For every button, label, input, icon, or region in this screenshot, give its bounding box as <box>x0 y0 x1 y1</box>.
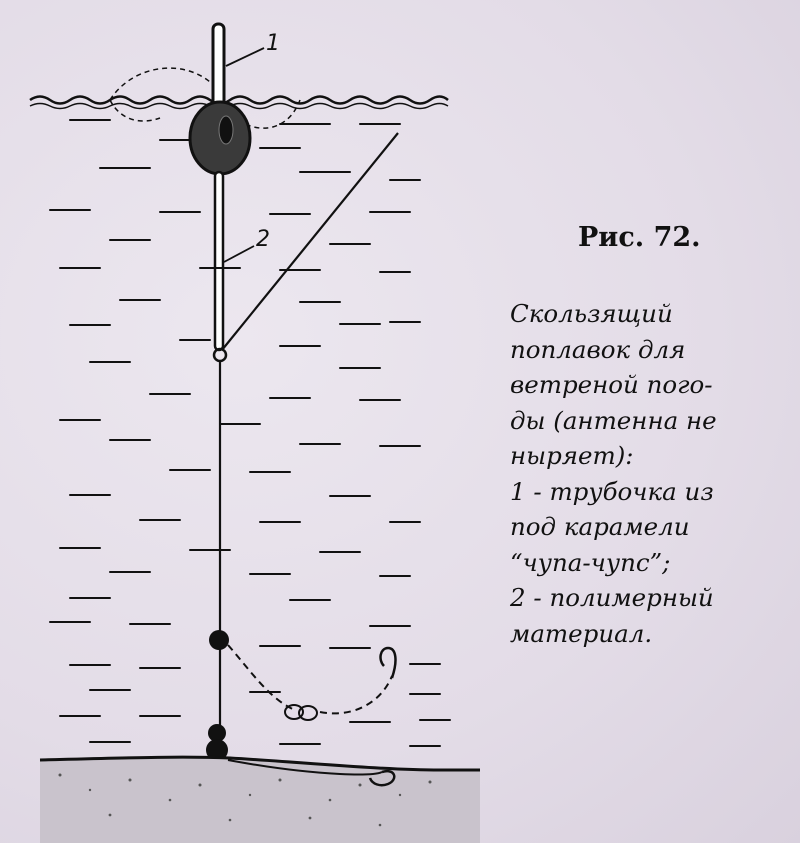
swivel-link-1 <box>284 704 304 720</box>
water-surface-lower <box>29 102 449 110</box>
caption-line: 2 - полимерный <box>510 583 714 612</box>
figure-caption: Скользящий поплавок для ветреной пого- д… <box>510 296 790 651</box>
float-body-highlight <box>218 115 234 145</box>
swivel-link-2 <box>298 705 318 721</box>
hook-bottom <box>368 769 396 787</box>
label-2: 2 <box>256 227 270 252</box>
figure-title: Рис. 72. <box>578 222 701 253</box>
caption-line: поплавок для <box>510 334 686 364</box>
bottom-texture <box>58 773 432 827</box>
bottom-ground-edge <box>39 755 480 772</box>
hook-upper <box>379 646 397 679</box>
float-keel <box>213 170 225 352</box>
caption-line: 1 - трубочка из <box>510 476 714 506</box>
sinker-shot-upper <box>209 630 229 650</box>
caption-line: под карамели <box>510 512 690 541</box>
fishing-line-upper <box>221 132 399 351</box>
water-dashes <box>49 119 451 747</box>
label-1: 1 <box>266 31 280 56</box>
line-on-bottom <box>227 759 383 776</box>
caption-line: ныряет): <box>510 441 634 470</box>
water-surface <box>29 95 449 105</box>
sinker-shot-lower-2 <box>206 739 228 761</box>
caption-line: “чупа-чупс”; <box>510 547 671 577</box>
sinker-shot-lower-1 <box>208 724 226 742</box>
caption-line: ды (антенна не <box>510 405 717 435</box>
label-1-pointer <box>225 47 265 67</box>
label-2-pointer <box>223 245 255 263</box>
antenna-tube <box>211 22 226 114</box>
caption-line: ветреной пого- <box>510 370 713 399</box>
caption-line: материал. <box>510 618 653 648</box>
leader-dashed <box>227 644 393 715</box>
caption-line: Скользящий <box>510 299 673 328</box>
